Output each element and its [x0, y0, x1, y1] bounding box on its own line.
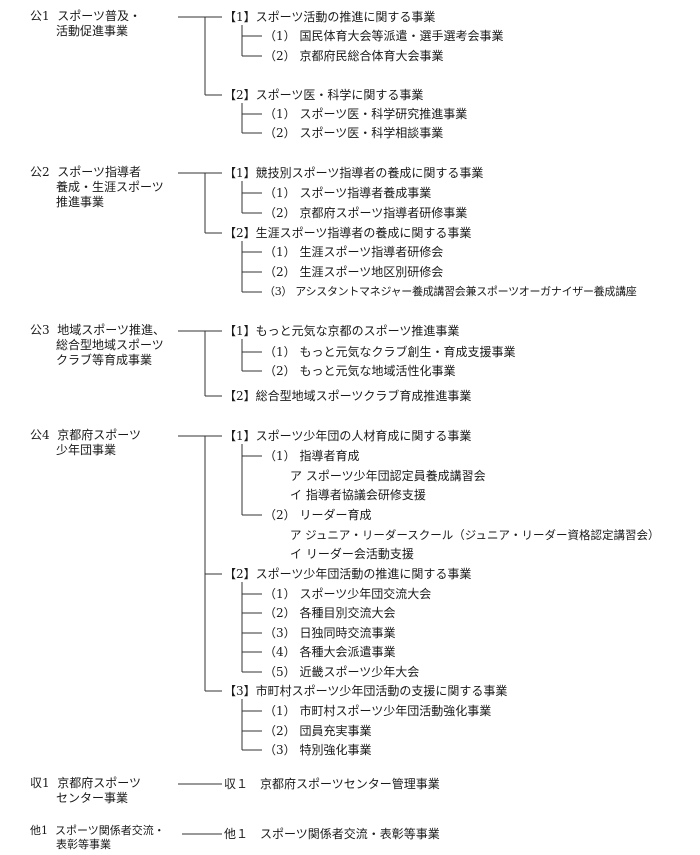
group-name-line: スポーツ普及・ [57, 9, 142, 23]
group-name-line: センター事業 [56, 791, 129, 805]
item-label: （2） 各種目別交流大会 [264, 606, 396, 620]
group-code: 公3 [30, 323, 50, 337]
item-label: （1） 生涯スポーツ指導者研修会 [264, 245, 444, 259]
sub-item-label: ア ジュニア・リーダースクール（ジュニア・リーダー資格認定講習会） [290, 528, 660, 542]
item-label: （2） 京都府スポーツ指導者研修事業 [264, 206, 468, 220]
project-label: 【1】スポーツ活動の推進に関する事業 [224, 10, 436, 24]
item-label: （3） 特別強化事業 [264, 743, 372, 757]
group-name-line: 京都府スポーツ [57, 776, 142, 790]
group-name-line: 養成・生涯スポーツ [56, 180, 164, 194]
project-label: 【3】市町村スポーツ少年団活動の支援に関する事業 [224, 684, 508, 698]
item-label: （1） 指導者育成 [264, 449, 360, 463]
item-label: （2） 京都府民総合体育大会事業 [264, 49, 444, 63]
group-label-pub1: 公1 スポーツ普及・ [30, 9, 141, 24]
group-code: 公4 [30, 428, 50, 442]
item-label: （1） スポーツ指導者養成事業 [264, 186, 432, 200]
item-label: （2） 団員充実事業 [264, 724, 372, 738]
item-label: （5） 近畿スポーツ少年大会 [264, 665, 420, 679]
item-label: （2） リーダー育成 [264, 508, 372, 522]
group-label-pub4: 公4 京都府スポーツ [30, 428, 141, 443]
project-label: 【1】もっと元気な京都のスポーツ推進事業 [224, 324, 460, 338]
sub-item-label: イ 指導者協議会研修支援 [290, 488, 426, 502]
item-label: （3） アシスタントマネジャー養成講習会兼スポーツオーガナイザー養成講座 [264, 285, 637, 298]
project-label: 【2】生涯スポーツ指導者の養成に関する事業 [224, 226, 472, 240]
group-name-line: 総合型地域スポーツ [56, 338, 164, 352]
project-label: 他１ スポーツ関係者交流・表彰等事業 [224, 827, 440, 841]
item-label: （1） スポーツ少年団交流大会 [264, 587, 432, 601]
project-label: 【1】スポーツ少年団の人材育成に関する事業 [224, 429, 472, 443]
item-label: （3） 日独同時交流事業 [264, 626, 396, 640]
group-code: 公1 [30, 9, 50, 23]
sub-item-label: ア スポーツ少年団認定員養成講習会 [290, 469, 486, 483]
group-label-oth1: 他1 スポーツ関係者交流・ [30, 823, 165, 838]
group-name-line: 京都府スポーツ [57, 428, 142, 442]
group-name-line: 推進事業 [56, 195, 105, 209]
group-name-line: スポーツ関係者交流・ [55, 824, 165, 837]
group-name-line: 地域スポーツ推進、 [57, 323, 166, 337]
project-label: 収１ 京都府スポーツセンター管理事業 [224, 777, 440, 791]
group-name-line: 活動促進事業 [56, 24, 129, 38]
project-label: 【2】総合型地域スポーツクラブ育成推進事業 [224, 389, 472, 403]
item-label: （2） スポーツ医・科学相談事業 [264, 126, 444, 140]
item-label: （1） 市町村スポーツ少年団活動強化事業 [264, 704, 492, 718]
group-label-pub3: 公3 地域スポーツ推進、 [30, 323, 165, 338]
project-label: 【2】スポーツ医・科学に関する事業 [224, 88, 424, 102]
item-label: （2） もっと元気な地域活性化事業 [264, 364, 456, 378]
group-name-line: 表彰等事業 [56, 838, 111, 851]
item-label: （4） 各種大会派遣事業 [264, 645, 396, 659]
group-code: 他1 [30, 824, 48, 837]
item-label: （1） もっと元気なクラブ創生・育成支援事業 [264, 345, 516, 359]
group-name-line: スポーツ指導者 [57, 165, 142, 179]
item-label: （1） 国民体育大会等派遣・選手選考会事業 [264, 29, 504, 43]
group-name-line: 少年団事業 [56, 443, 117, 457]
sub-item-label: イ リーダー会活動支援 [290, 547, 414, 561]
item-label: （1） スポーツ医・科学研究推進事業 [264, 107, 468, 121]
project-label: 【1】競技別スポーツ指導者の養成に関する事業 [224, 166, 484, 180]
group-code: 収1 [30, 776, 50, 790]
group-label-rev1: 収1 京都府スポーツ [30, 776, 141, 791]
item-label: （2） 生涯スポーツ地区別研修会 [264, 265, 444, 279]
group-name-line: クラブ等育成事業 [56, 353, 153, 367]
group-label-pub2: 公2 スポーツ指導者 [30, 165, 141, 180]
project-label: 【2】スポーツ少年団活動の推進に関する事業 [224, 567, 472, 581]
group-code: 公2 [30, 165, 50, 179]
